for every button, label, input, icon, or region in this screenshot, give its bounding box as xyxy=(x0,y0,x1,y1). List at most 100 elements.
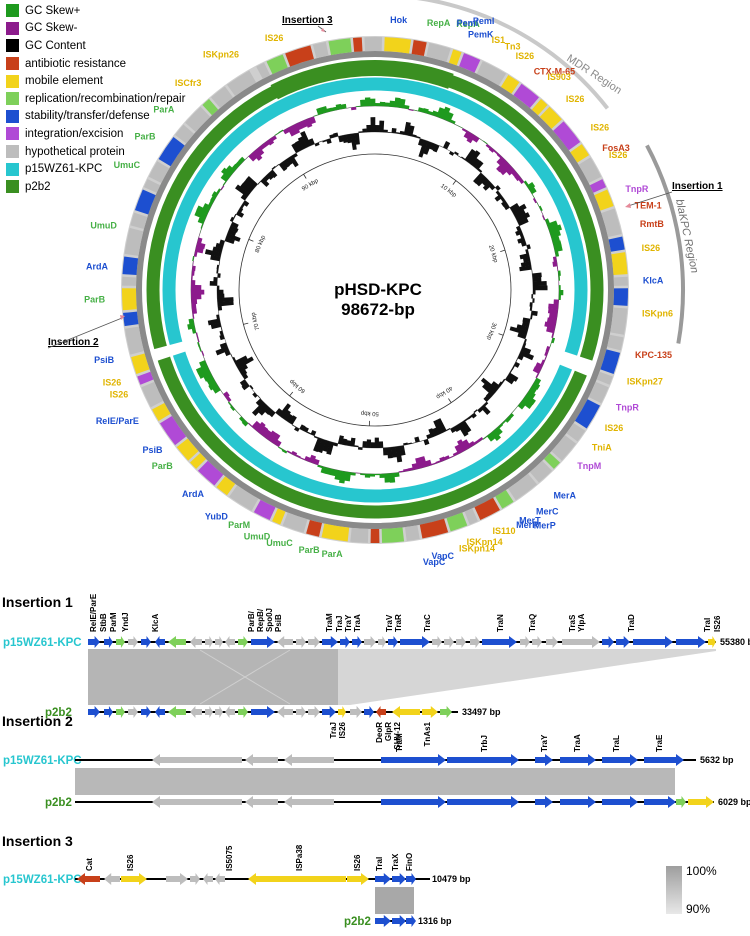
gene-feature-arc xyxy=(282,512,308,533)
gene-arrow xyxy=(215,706,223,718)
identity-scale-gradient xyxy=(666,866,682,914)
gc-skew-bar xyxy=(192,260,194,267)
gc-skew-bar xyxy=(258,426,269,436)
gene-arrow xyxy=(562,636,600,648)
gene-name-label: ISPa38 xyxy=(295,844,304,871)
gc-skew-bar xyxy=(422,108,429,114)
gc-content-bar xyxy=(464,148,476,163)
gc-content-bar xyxy=(255,398,264,407)
gc-skew-bar xyxy=(384,473,391,483)
gene-name-label: GlpR xyxy=(384,722,393,741)
gc-content-bar xyxy=(473,409,478,413)
gene-arrow xyxy=(644,796,676,808)
gene-arrow xyxy=(190,873,200,885)
gc-skew-bar xyxy=(330,468,337,477)
gc-content-bar xyxy=(285,413,294,423)
gc-skew-bar xyxy=(547,308,558,315)
insertion-1-row1-name: p15WZ61-KPC xyxy=(3,637,82,649)
gc-content-bar xyxy=(240,194,248,201)
gc-content-bar xyxy=(414,436,420,443)
gene-feature-arc xyxy=(306,519,323,537)
gene-arrow xyxy=(238,706,248,718)
gc-skew-bar xyxy=(546,326,555,334)
gene-name-label: IS26 xyxy=(353,854,362,871)
gene-feature-arc xyxy=(216,476,236,496)
gc-content-bar xyxy=(516,225,522,232)
tick-mark xyxy=(452,180,457,185)
gc-content-bar xyxy=(338,135,344,143)
gc-skew-bar xyxy=(540,359,545,366)
gc-skew-bar xyxy=(535,372,539,379)
gc-content-bar xyxy=(515,358,519,363)
gc-content-bar xyxy=(494,193,503,202)
gene-feature-arc xyxy=(446,512,468,532)
legend-item: p15WZ61-KPC xyxy=(6,160,181,178)
gene-name-label: YlpA xyxy=(577,614,586,632)
gc-skew-bar xyxy=(529,186,537,195)
gc-skew-bar xyxy=(413,109,419,112)
gc-content-bar xyxy=(341,438,348,446)
gc-content-bar xyxy=(299,424,306,431)
legend-item: GC Content xyxy=(6,37,181,55)
gc-content-bar xyxy=(483,395,490,402)
gene-feature-arc xyxy=(539,106,562,129)
gc-skew-bar xyxy=(191,270,195,276)
gene-feature-arc xyxy=(350,527,369,543)
gene-feature-arc xyxy=(476,61,507,86)
gc-skew-bar xyxy=(203,355,206,361)
legend-swatch xyxy=(6,162,19,176)
tick-mark xyxy=(500,249,506,252)
gc-skew-bar xyxy=(201,350,205,356)
gc-skew-bar xyxy=(532,198,537,204)
gc-content-bar xyxy=(382,447,388,456)
gene-name-label: TraC xyxy=(423,614,432,632)
gc-skew-bar xyxy=(191,303,197,310)
gene-label: IS1 xyxy=(492,35,506,45)
insertion-2-arrow-icon xyxy=(120,315,125,320)
gc-skew-bar xyxy=(197,341,201,348)
gc-skew-bar xyxy=(313,458,320,465)
gene-feature-arc xyxy=(607,334,624,351)
gc-content-bar xyxy=(378,441,384,448)
gc-skew-bar xyxy=(198,346,202,352)
gene-name-label: TraL xyxy=(612,735,621,752)
gene-arrow xyxy=(121,873,147,885)
gc-skew-bar xyxy=(536,202,540,207)
gene-name-label: TraJ xyxy=(329,722,338,738)
gc-skew-bar xyxy=(220,389,224,395)
gene-feature-arc xyxy=(426,42,451,62)
gene-feature-arc xyxy=(551,435,576,461)
gene-feature-arc xyxy=(175,124,195,144)
gene-arrow xyxy=(190,706,202,718)
gc-skew-bar xyxy=(557,270,561,276)
gene-label: VapC xyxy=(423,557,446,567)
gc-content-bar xyxy=(503,203,510,211)
gene-arrow xyxy=(141,636,151,648)
gc-skew-bar xyxy=(223,391,230,399)
gc-content-bar xyxy=(333,442,339,447)
gc-content-bar xyxy=(245,176,258,188)
gc-content-bar xyxy=(531,269,533,274)
gene-label: ParA xyxy=(153,104,175,114)
gene-feature-arc xyxy=(256,62,271,79)
gc-skew-bar xyxy=(411,463,418,471)
gc-content-bar xyxy=(532,276,542,283)
gc-skew-bar xyxy=(210,195,216,203)
gc-skew-bar xyxy=(461,128,468,133)
gc-skew-bar xyxy=(483,140,488,145)
gene-label: ISKpn27 xyxy=(627,377,663,387)
gene-label: UmuC xyxy=(266,538,293,548)
gc-skew-bar xyxy=(295,454,301,459)
gc-skew-bar xyxy=(546,220,558,229)
gc-content-bar xyxy=(217,300,234,307)
gene-label: VapC xyxy=(432,551,455,561)
gc-content-bar xyxy=(432,427,440,437)
gc-content-bar xyxy=(275,408,283,416)
gene-feature-arc xyxy=(141,381,164,408)
gc-content-bar xyxy=(532,272,542,278)
legend-item: stability/transfer/defense xyxy=(6,108,181,126)
gene-feature-arc xyxy=(543,452,561,469)
gene-feature-arc xyxy=(352,37,363,52)
gc-skew-bar xyxy=(548,312,558,320)
